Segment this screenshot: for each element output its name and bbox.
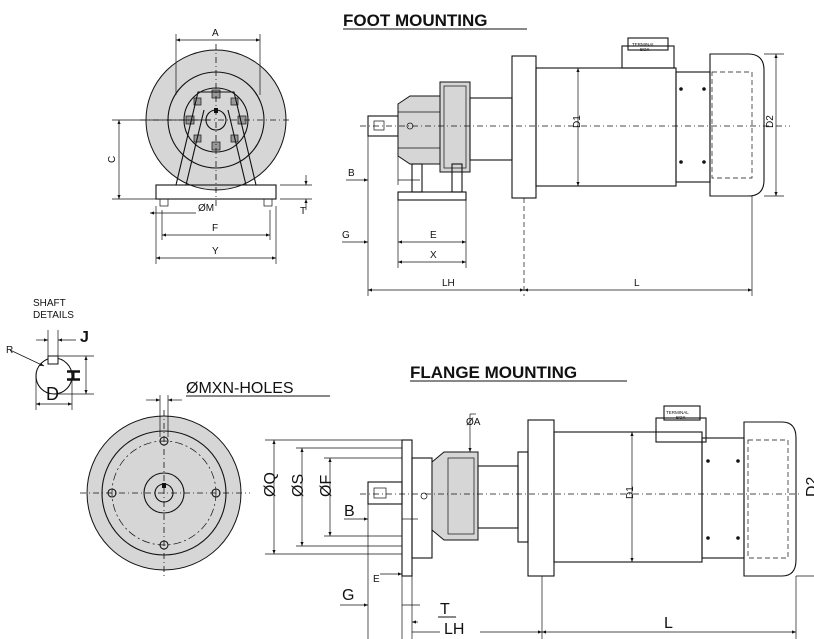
terminal-box-label-2: BOX bbox=[640, 47, 650, 52]
foot-dim-a: A bbox=[212, 28, 219, 39]
foot-dim-e: E bbox=[430, 230, 437, 241]
flange-dim-q: ØQ bbox=[262, 472, 279, 497]
foot-side-view: TERMINAL BOX D1 D2 B G E X bbox=[342, 37, 790, 296]
foot-mounting-title: FOOT MOUNTING bbox=[343, 11, 487, 30]
flange-dim-l: L bbox=[664, 615, 673, 632]
shaft-details-title-1: SHAFT bbox=[33, 298, 66, 309]
shaft-dim-r: R bbox=[6, 345, 13, 356]
flange-dim-lh: LH bbox=[444, 621, 464, 638]
flange-dim-d2: D2 bbox=[804, 476, 814, 497]
foot-dim-m: ØM bbox=[198, 203, 214, 214]
shaft-dim-d: D bbox=[46, 384, 59, 404]
flange-dim-t: T bbox=[440, 601, 450, 618]
flange-front-view: ØMXN-HOLES bbox=[80, 380, 330, 576]
flange-dim-a: ØA bbox=[466, 417, 481, 428]
flange-dim-s: ØS bbox=[290, 474, 307, 497]
terminal-box-label: TERMINAL bbox=[632, 42, 655, 47]
foot-dim-b: B bbox=[348, 168, 355, 179]
flange-mounting-title: FLANGE MOUNTING bbox=[410, 363, 577, 382]
flange-dim-g: G bbox=[342, 587, 354, 604]
foot-dim-l: L bbox=[634, 278, 640, 289]
flange-terminal-box-label-2: BOX bbox=[676, 415, 686, 420]
foot-dim-t: T bbox=[300, 206, 306, 217]
flange-dim-d1: D1 bbox=[625, 486, 636, 499]
foot-dim-y: Y bbox=[212, 246, 219, 257]
flange-terminal-box-label: TERMINAL bbox=[666, 410, 689, 415]
foot-dim-d2: D2 bbox=[765, 115, 776, 128]
foot-dim-lh: LH bbox=[442, 278, 455, 289]
foot-dim-g: G bbox=[342, 230, 350, 241]
flange-side-view: TERMINAL BOX ØQ ØS ØF B ØA E bbox=[262, 405, 814, 639]
foot-front-view: A C ØM F Y T bbox=[107, 28, 312, 264]
shaft-details: J R H D bbox=[6, 329, 94, 410]
foot-dim-x: X bbox=[430, 250, 437, 261]
flange-dim-b: B bbox=[344, 503, 355, 520]
foot-dim-d1: D1 bbox=[572, 115, 583, 128]
shaft-details-title-2: DETAILS bbox=[33, 310, 74, 321]
flange-dim-e: E bbox=[373, 574, 380, 585]
flange-dim-holes: ØMXN-HOLES bbox=[186, 380, 294, 397]
foot-dim-c: C bbox=[107, 156, 118, 163]
shaft-dim-j: J bbox=[80, 329, 89, 346]
flange-dim-f: ØF bbox=[318, 475, 335, 497]
foot-dim-f: F bbox=[212, 223, 218, 234]
shaft-dim-h: H bbox=[64, 369, 84, 382]
